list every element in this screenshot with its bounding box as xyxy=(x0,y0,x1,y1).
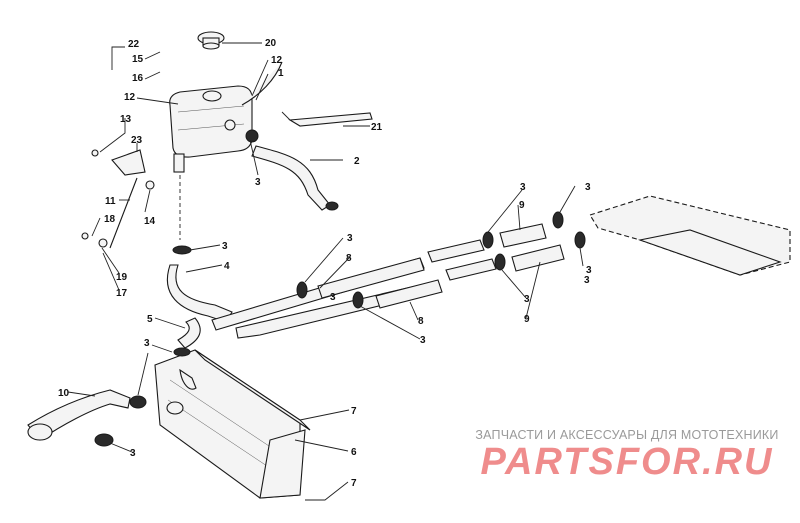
callout-11: 11 xyxy=(105,196,116,207)
callout-3: 3 xyxy=(520,182,526,193)
watermark-tagline: ЗАПЧАСТИ И АКСЕССУАРЫ ДЛЯ МОТОТЕХНИКИ xyxy=(475,428,779,442)
callout-3: 3 xyxy=(524,294,530,305)
callout-8: 8 xyxy=(418,316,424,327)
callout-3: 3 xyxy=(420,335,426,346)
callout-3: 3 xyxy=(586,265,592,276)
callout-1: 1 xyxy=(278,68,284,79)
leader-lines xyxy=(67,42,584,501)
callout-8: 8 xyxy=(346,253,352,264)
callout-3: 3 xyxy=(144,338,150,349)
callout-21: 21 xyxy=(371,122,383,133)
callout-19: 19 xyxy=(116,272,128,283)
callout-15: 15 xyxy=(132,54,144,65)
callout-2: 2 xyxy=(354,156,360,167)
callout-22: 22 xyxy=(128,39,140,50)
callout-7: 7 xyxy=(351,406,357,417)
callout-10: 10 xyxy=(58,388,70,399)
callout-9: 9 xyxy=(519,200,525,211)
heat-exchanger-right xyxy=(589,195,791,276)
callout-4: 4 xyxy=(224,261,230,272)
heat-exchanger-lower xyxy=(154,349,311,499)
callout-3: 3 xyxy=(330,292,336,303)
watermark: ЗАПЧАСТИ И АКСЕССУАРЫ ДЛЯ МОТОТЕХНИКИ PA… xyxy=(468,428,786,482)
callout-3: 3 xyxy=(222,241,228,252)
callout-18: 18 xyxy=(104,214,116,225)
coolant-tank xyxy=(169,85,253,173)
callout-17: 17 xyxy=(116,288,128,299)
callout-labels: 22 15 16 12 20 12 1 13 23 21 2 3 11 18 1… xyxy=(58,38,592,489)
callout-5: 5 xyxy=(147,314,153,325)
callout-20: 20 xyxy=(265,38,277,49)
parts-drawing xyxy=(27,31,791,499)
callout-13: 13 xyxy=(120,114,132,125)
callout-12: 12 xyxy=(124,92,136,103)
watermark-logo: PARTSFOR.RU xyxy=(480,441,774,483)
callout-3: 3 xyxy=(584,275,590,286)
callout-3: 3 xyxy=(255,177,261,188)
callout-6: 6 xyxy=(351,447,357,458)
callout-3: 3 xyxy=(130,448,136,459)
callout-7: 7 xyxy=(351,478,357,489)
callout-3: 3 xyxy=(585,182,591,193)
callout-3: 3 xyxy=(347,233,353,244)
callout-12: 12 xyxy=(271,55,283,66)
callout-23: 23 xyxy=(131,135,143,146)
callout-16: 16 xyxy=(132,73,144,84)
callout-14: 14 xyxy=(144,216,156,227)
radiator-cap xyxy=(197,31,225,50)
callout-9: 9 xyxy=(524,314,530,325)
